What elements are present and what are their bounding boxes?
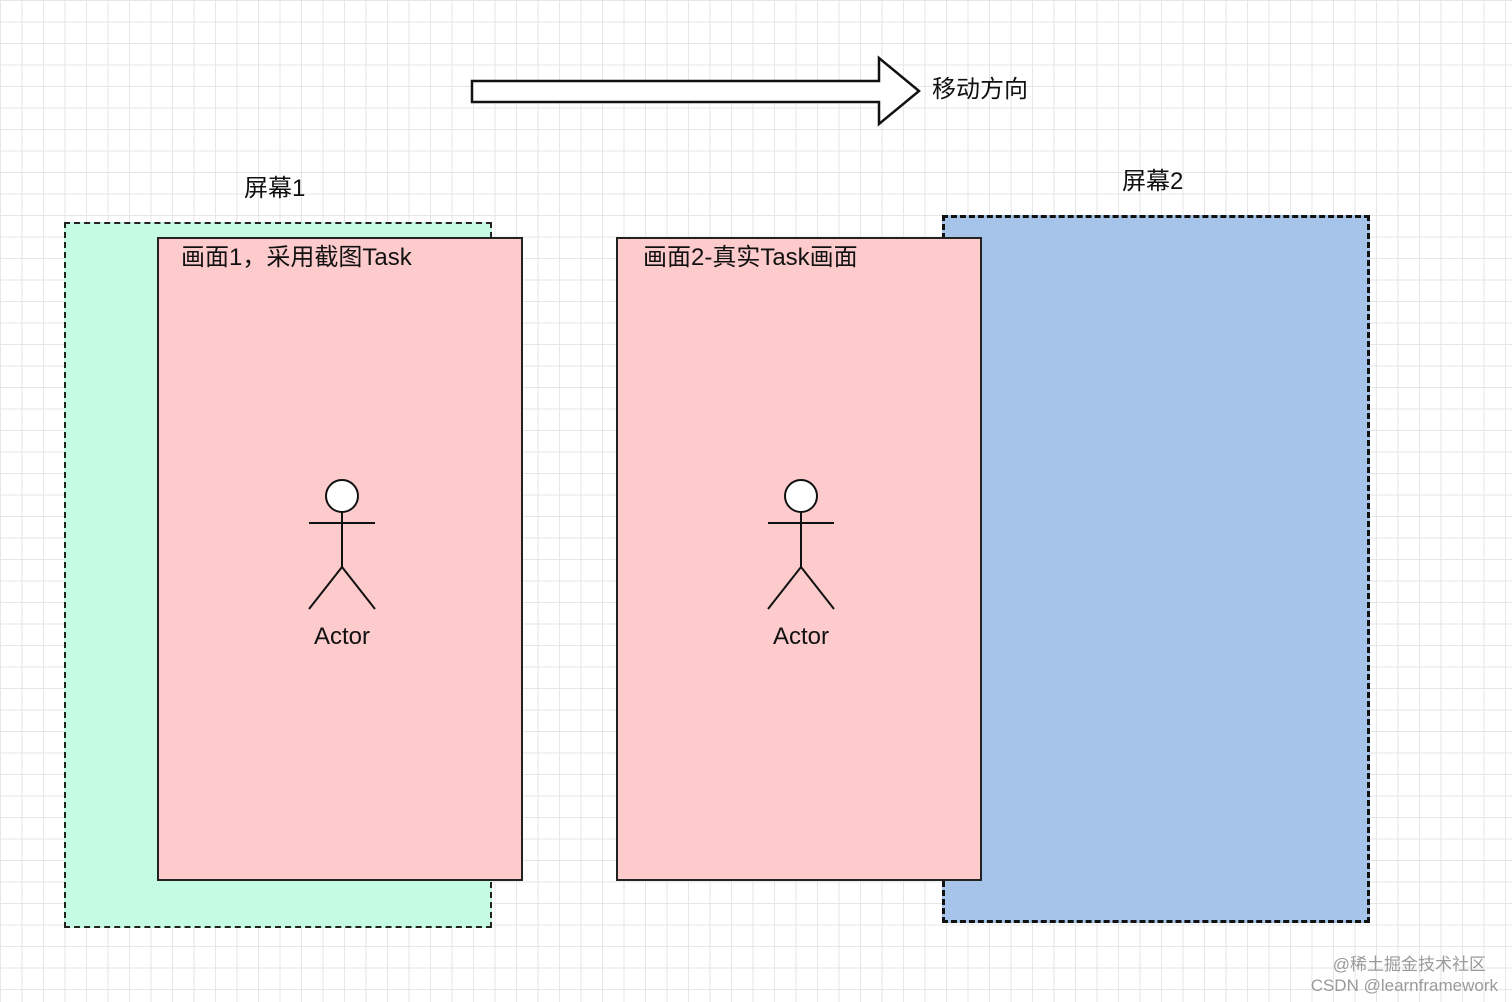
direction-arrow-icon — [470, 55, 921, 127]
actor-icon — [308, 479, 376, 610]
screen2-container — [942, 215, 1370, 923]
direction-label: 移动方向 — [932, 76, 1028, 103]
frame2-box: 画面2-真实Task画面 Actor — [616, 237, 982, 881]
actor-icon — [767, 479, 835, 610]
watermark-line2: CSDN @learnframework — [1310, 976, 1498, 995]
screen1-label: 屏幕1 — [244, 175, 306, 202]
actor-label: Actor — [772, 623, 829, 650]
frame2-title: 画面2-真实Task画面 — [643, 244, 858, 271]
frame1-title: 画面1，采用截图Task — [181, 244, 412, 271]
screen2-label: 屏幕2 — [1122, 168, 1184, 195]
frame1-box: 画面1，采用截图Task Actor — [157, 237, 523, 881]
actor-label: Actor — [313, 623, 370, 650]
watermark-line1: @稀土掘金技术社区 — [1332, 955, 1486, 974]
